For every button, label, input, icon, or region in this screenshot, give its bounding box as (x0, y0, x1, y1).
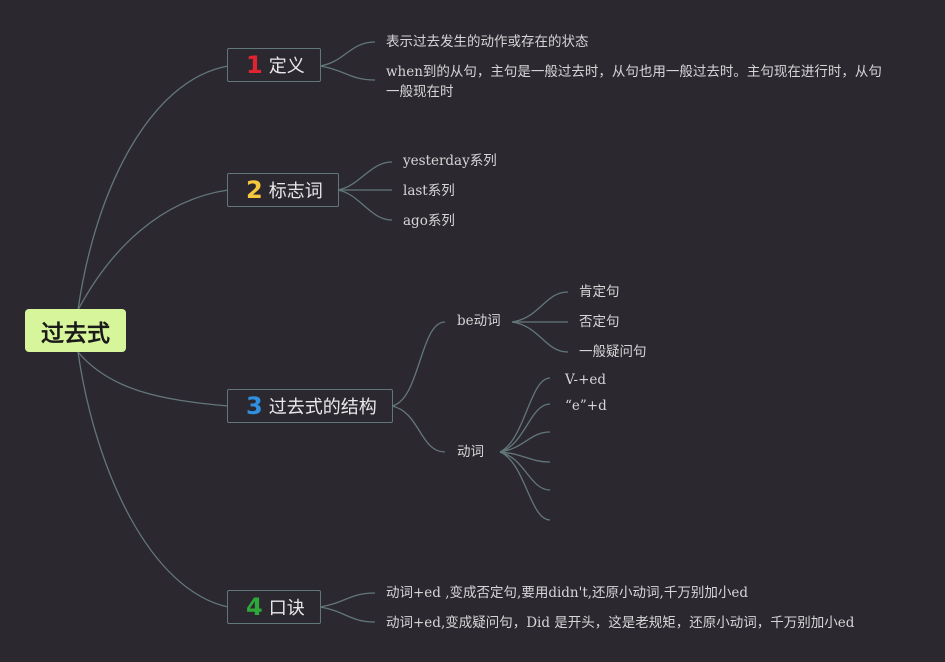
link-b4-1 (319, 592, 376, 608)
link-verb-4 (499, 451, 551, 463)
link-b4-2 (319, 606, 376, 623)
branch-number: 2 (246, 176, 263, 204)
link-b3-verb (391, 405, 446, 453)
root-node[interactable]: 过去式 (25, 309, 126, 352)
link-root-b3 (77, 351, 229, 407)
leaf-signal-1[interactable]: yesterday系列 (403, 153, 497, 169)
node-verb[interactable]: 动词 (457, 444, 484, 460)
branch-mnemonic[interactable]: 4 口诀 (227, 590, 321, 624)
leaf-mnemonic-1[interactable]: 动词+ed ,变成否定句,要用didn't,还原小动词,千万别加小ed (386, 585, 748, 601)
link-b1-1 (319, 41, 376, 67)
leaf-signal-3[interactable]: ago系列 (403, 213, 455, 229)
link-b1-2 (319, 65, 376, 81)
leaf-definition-2[interactable]: when到的从句，主句是一般过去时，从句也用一般过去时。主句现在进行时，从句一般… (386, 64, 882, 100)
branch-number: 3 (246, 392, 263, 420)
leaf-be-negative[interactable]: 否定句 (579, 314, 620, 330)
leaf-definition-1[interactable]: 表示过去发生的动作或存在的状态 (386, 34, 589, 50)
branch-number: 1 (246, 51, 263, 79)
link-verb-6 (499, 451, 551, 521)
branch-label: 口诀 (268, 598, 305, 619)
branch-label: 标志词 (268, 181, 323, 202)
node-be-verb[interactable]: be动词 (457, 313, 501, 329)
leaf-mnemonic-2[interactable]: 动词+ed,变成疑问句，Did 是开头，这是老规矩，还原小动词，千万别加小ed (386, 615, 855, 631)
link-root-b4 (77, 351, 229, 608)
branch-structure[interactable]: 3 过去式的结构 (227, 389, 393, 423)
branch-number: 4 (246, 593, 263, 621)
leaf-verb-e-d[interactable]: “e”+d (565, 398, 607, 414)
leaf-be-affirmative[interactable]: 肯定句 (579, 284, 620, 300)
link-b3-be (391, 321, 446, 407)
link-verb-2 (499, 403, 551, 453)
leaf-verb-ed[interactable]: V-+ed (565, 372, 607, 388)
root-label: 过去式 (41, 320, 110, 347)
branch-label: 过去式的结构 (268, 397, 377, 418)
link-be-3 (511, 321, 569, 353)
link-root-b2 (77, 189, 229, 311)
link-b2-1 (337, 161, 393, 191)
link-verb-3 (499, 431, 551, 453)
leaf-signal-2[interactable]: last系列 (403, 183, 455, 199)
link-root-b1 (77, 65, 229, 311)
link-be-1 (511, 291, 569, 323)
branch-signal-words[interactable]: 2 标志词 (227, 173, 339, 207)
branch-label: 定义 (268, 56, 305, 77)
leaf-be-question[interactable]: 一般疑问句 (579, 344, 647, 360)
branch-definition[interactable]: 1 定义 (227, 48, 321, 82)
link-b2-3 (337, 189, 393, 221)
link-verb-5 (499, 451, 551, 491)
link-verb-1 (499, 377, 551, 453)
